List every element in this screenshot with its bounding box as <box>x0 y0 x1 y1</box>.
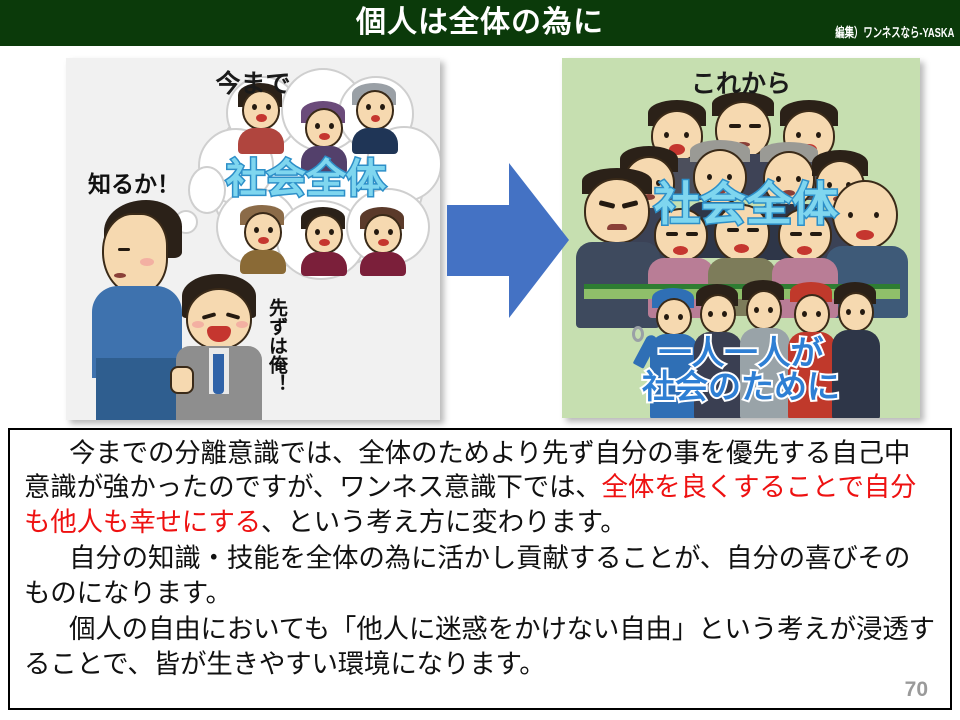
right-arrow-icon <box>447 163 569 318</box>
header-credit: 編集）ワンネスなら-YASKA <box>834 25 954 40</box>
group-label: 社会全体 <box>653 177 840 232</box>
paragraph-1-segment-1: 今までの分離意識では、全体のためより先ず自分の事を優先する自己中意識が強かったの… <box>24 438 911 503</box>
paragraph-3-segment-1: 個人の自由においても「他人に迷惑をかけない自由」という考えが浸透することで、皆が… <box>24 614 935 679</box>
body-text-box: 今までの分離意識では、全体のためより先ず自分の事を優先する自己中意識が強かったの… <box>8 428 952 710</box>
before-speech-label: 知るか！ <box>88 171 180 197</box>
page-number: 70 <box>904 678 928 701</box>
page-title: 個人は全体の為に <box>356 6 604 39</box>
paragraph-3: 個人の自由においても「他人に迷惑をかけない自由」という考えが浸透することで、皆が… <box>24 612 936 681</box>
citizens-label-line1: 一人一人が <box>657 332 826 373</box>
paragraph-2-segment-1: 自分の知識・技能を全体の為に活かし貢献することが、自分の喜びそのものになります。 <box>24 543 911 608</box>
before-illustration-panel: 今まで <box>66 58 440 420</box>
thought-cloud-label: 社会全体 <box>225 156 388 203</box>
paragraph-1-segment-3: 、という考え方に変わります。 <box>260 506 627 537</box>
paragraph-2: 自分の知識・技能を全体の為に活かし貢献することが、自分の喜びそのものになります。 <box>24 541 936 610</box>
citizens-label-line2: 社会のために <box>640 366 842 407</box>
before-panel-caption: 今まで <box>215 70 291 98</box>
before-vertical-label: 先ずは俺！ <box>265 298 287 393</box>
paragraph-1-highlight: 全体を良くすることで自分も他人も幸せにする <box>24 472 917 537</box>
paragraph-1: 今までの分離意識では、全体のためより先ず自分の事を優先する自己中意識が強かったの… <box>24 436 936 539</box>
header-bar <box>0 0 960 46</box>
after-illustration-panel: これから <box>562 58 920 418</box>
after-panel-caption: これから <box>690 70 791 98</box>
